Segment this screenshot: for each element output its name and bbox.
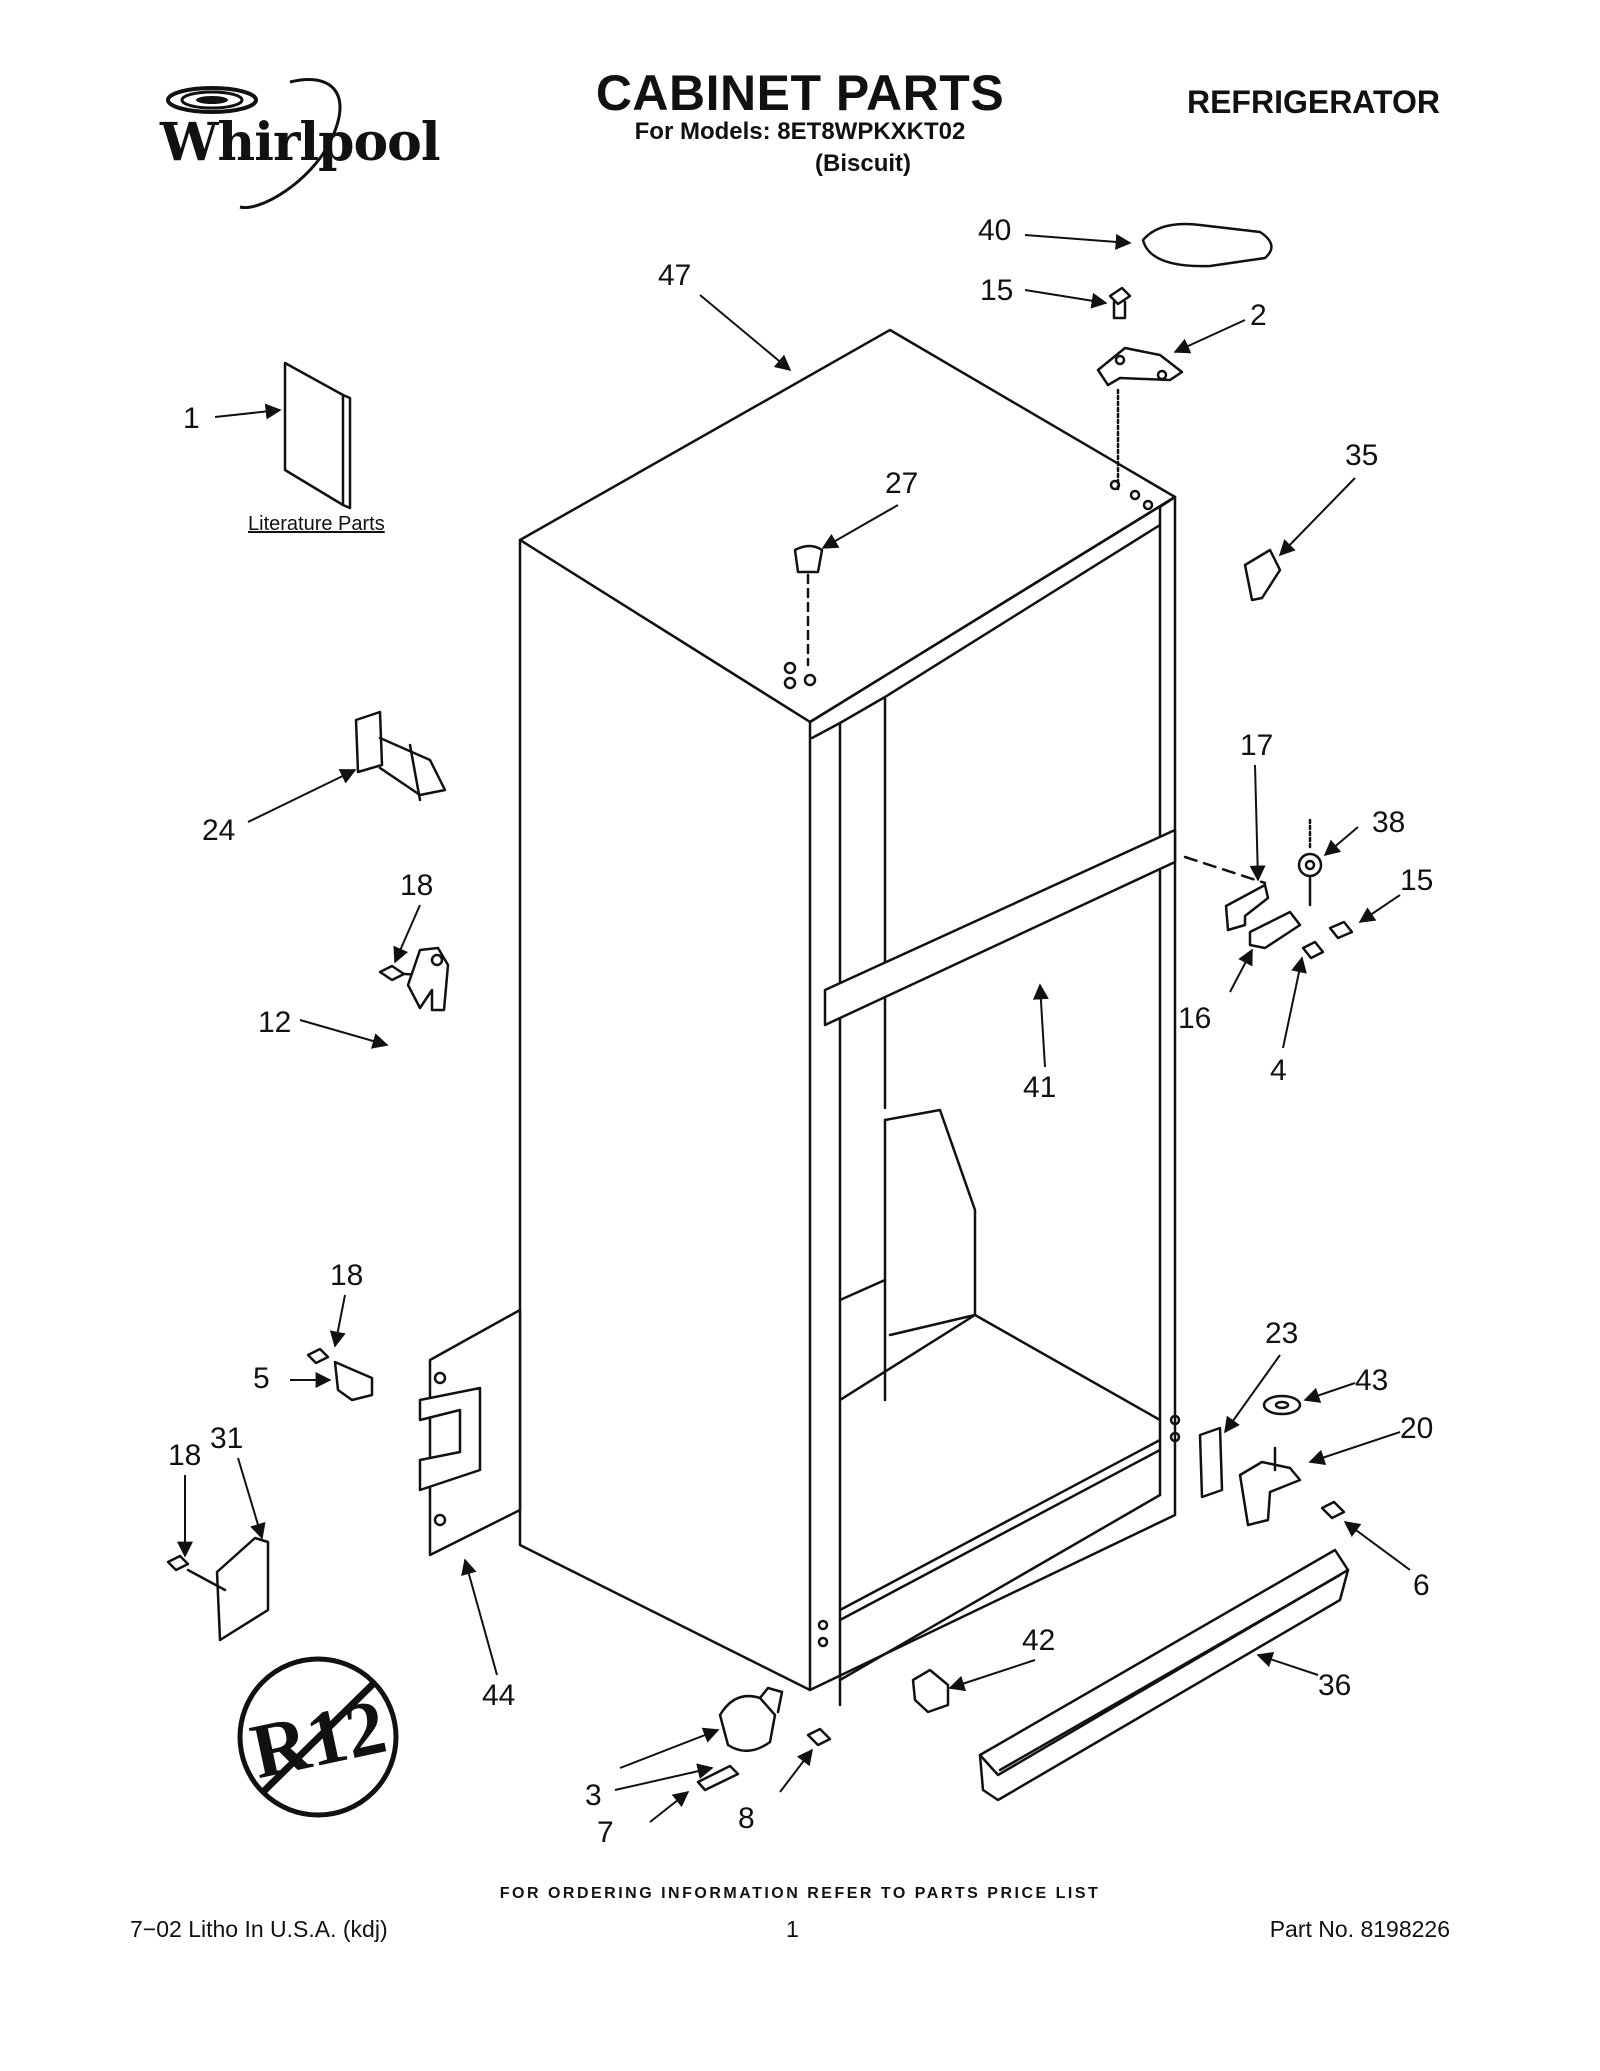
callout-35: 35 (1345, 439, 1378, 472)
callout-15-right: 15 (1400, 864, 1433, 897)
swirl-icon (166, 78, 342, 210)
page-title: CABINET PARTS (595, 65, 1005, 121)
brand-name: Whirlpool (160, 112, 441, 173)
callout-15-top: 15 (980, 274, 1013, 307)
callout-3: 3 (585, 1779, 602, 1812)
callout-40: 40 (978, 214, 1011, 247)
part-number: Part No. 8198226 (1269, 1916, 1450, 1942)
cabinet-body (518, 328, 1181, 1707)
callout-41: 41 (1023, 1071, 1056, 1104)
callout-27: 27 (885, 467, 918, 500)
category-label: REFRIGERATOR (1186, 84, 1440, 120)
callout-31: 31 (210, 1422, 243, 1455)
ordering-note: FOR ORDERING INFORMATION REFER TO PARTS … (499, 1885, 1101, 1902)
callout-42: 42 (1022, 1624, 1055, 1657)
literature-book-icon (283, 361, 345, 507)
callout-43: 43 (1355, 1364, 1388, 1397)
callout-8: 8 (738, 1802, 755, 1835)
callout-4: 4 (1270, 1054, 1287, 1087)
callout-7: 7 (597, 1816, 614, 1849)
callout-18-lower: 18 (168, 1439, 201, 1472)
callout-1: 1 (183, 402, 200, 435)
callout-5: 5 (253, 1362, 270, 1395)
litho-note: 7−02 Litho In U.S.A. (kdj) (130, 1916, 388, 1942)
callout-labels: 1 2 3 4 5 6 7 8 12 15 15 16 17 18 18 18 … (168, 214, 1433, 1849)
no-r12-stamp-icon (237, 1656, 399, 1818)
literature-parts-label: Literature Parts (248, 513, 385, 535)
callout-16: 16 (1178, 1002, 1211, 1035)
callout-38: 38 (1372, 806, 1405, 839)
callout-6: 6 (1413, 1569, 1430, 1602)
callout-36: 36 (1318, 1669, 1351, 1702)
callout-23: 23 (1265, 1317, 1298, 1350)
whirlpool-logo: Whirlpool (140, 72, 441, 232)
callout-44: 44 (482, 1679, 515, 1712)
callout-12: 12 (258, 1006, 291, 1039)
callout-20: 20 (1400, 1412, 1433, 1445)
callout-24: 24 (202, 814, 235, 847)
models-line: For Models: 8ET8WPKXKT02 (634, 118, 966, 145)
callout-47: 47 (658, 259, 691, 292)
page-number: 1 (786, 1916, 799, 1942)
color-line: (Biscuit) (815, 150, 911, 177)
callout-2: 2 (1250, 299, 1267, 332)
r12-stamp-label: R12 (244, 1682, 393, 1795)
callout-18-middle: 18 (330, 1259, 363, 1292)
callout-18-upper: 18 (400, 869, 433, 902)
callout-17: 17 (1240, 729, 1273, 762)
